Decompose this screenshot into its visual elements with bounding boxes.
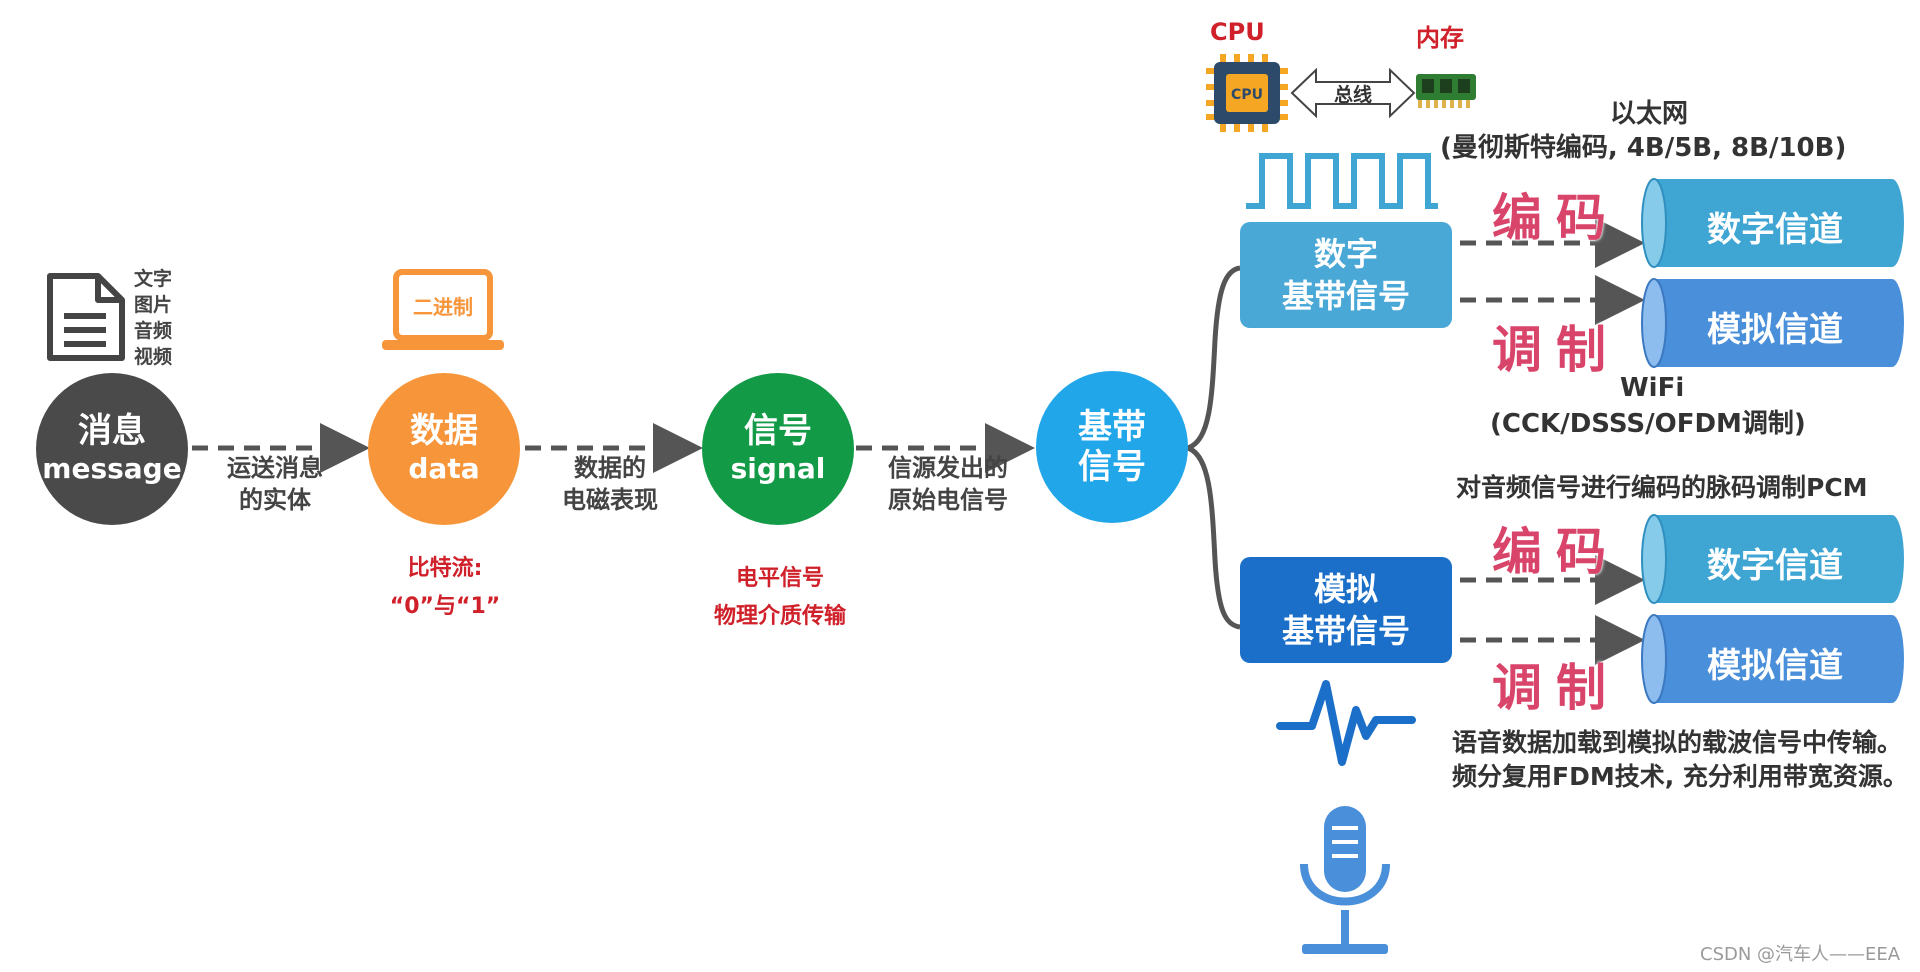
memory-stick-icon: [1414, 70, 1478, 116]
wifi-detail: (CCK/DSSS/OFDM调制): [1490, 409, 1806, 439]
arrow1-line1: 运送消息: [227, 454, 323, 482]
baseband-line2: 信号: [1078, 447, 1146, 487]
analog-baseband-line2: 基带信号: [1281, 612, 1410, 650]
signal-note: 电平信号 物理介质传输: [690, 560, 870, 636]
analog-baseband-box: 模拟 基带信号: [1240, 557, 1452, 663]
voice-note: 语音数据加载到模拟的载波信号中传输。 频分复用FDM技术, 充分利用带宽资源。: [1452, 726, 1908, 794]
laptop-icon: 二进制: [378, 268, 508, 358]
signal-en: signal: [730, 452, 826, 485]
arrow2-line1: 数据的: [574, 454, 646, 482]
digital-channel-2-label: 数字信道: [1707, 546, 1843, 586]
cpu-chip-text: CPU: [1231, 87, 1263, 103]
arrow3-line1: 信源发出的: [888, 454, 1008, 482]
analog-channel-1-label: 模拟信道: [1707, 310, 1843, 350]
signal-note-line2: 物理介质传输: [713, 604, 846, 629]
digital-baseband-line2: 基带信号: [1281, 277, 1410, 315]
arrow2-label: 数据的 电磁表现: [540, 452, 680, 516]
digital-baseband-line1: 数字: [1313, 235, 1378, 273]
channel-cylinders: [1641, 178, 1904, 704]
media-text: 文字: [134, 268, 173, 290]
analog-channel-2-label: 模拟信道: [1707, 646, 1843, 686]
bus-text: 总线: [1334, 83, 1372, 106]
arrow3-label: 信源发出的 原始电信号: [868, 452, 1028, 516]
arrow1-line2: 的实体: [239, 486, 311, 514]
arrow1-label: 运送消息 的实体: [205, 452, 345, 516]
watermark: CSDN @汽车人——EEA: [1700, 944, 1901, 965]
baseband-line1: 基带: [1078, 407, 1146, 447]
bus-arrow: 总线: [1290, 67, 1416, 122]
ethernet-detail: (曼彻斯特编码, 4B/5B, 8B/10B): [1440, 133, 1847, 163]
square-wave-icon: [1242, 148, 1442, 216]
pcm-note: 对音频信号进行编码的脉码调制PCM: [1456, 473, 1868, 502]
media-video: 视频: [134, 346, 173, 368]
media-image: 图片: [134, 294, 173, 316]
media-types: 文字 图片 音频 视频: [134, 266, 172, 370]
baseband-node: 基带 信号: [1036, 371, 1188, 523]
digital-channel-1-label: 数字信道: [1707, 210, 1843, 250]
cpu-label: CPU: [1210, 18, 1265, 46]
signal-node: 信号 signal: [702, 373, 854, 525]
document-icon: [46, 272, 128, 366]
microphone-icon: [1290, 802, 1400, 966]
message-cn: 消息: [78, 411, 146, 451]
message-node: 消息 message: [36, 373, 188, 525]
memory-label: 内存: [1416, 24, 1464, 52]
analog-modulate-label: 调制: [1492, 659, 1620, 717]
digital-encode-label: 编码: [1492, 189, 1620, 247]
signal-note-line1: 电平信号: [735, 566, 824, 591]
data-note-line1: 比特流:: [407, 556, 483, 581]
cpu-chip-icon: CPU: [1206, 54, 1288, 136]
arrow2-line2: 电磁表现: [562, 486, 658, 514]
data-en: data: [408, 452, 480, 485]
ethernet-title: 以太网: [1610, 99, 1689, 129]
wifi-title: WiFi: [1620, 373, 1685, 403]
voice-note-line1: 语音数据加载到模拟的载波信号中传输。: [1452, 728, 1903, 757]
data-node: 数据 data: [368, 373, 520, 525]
digital-modulate-label: 调制: [1492, 321, 1620, 379]
data-note-line2: “0”与“1”: [389, 594, 501, 619]
laptop-label: 二进制: [413, 295, 473, 319]
digital-baseband-box: 数字 基带信号: [1240, 222, 1452, 328]
arrow3-line2: 原始电信号: [888, 486, 1008, 514]
data-cn: 数据: [410, 411, 478, 451]
signal-cn: 信号: [744, 411, 812, 451]
analog-baseband-line1: 模拟: [1313, 570, 1378, 608]
pulse-wave-icon: [1276, 676, 1416, 772]
analog-encode-label: 编码: [1492, 523, 1620, 581]
voice-note-line2: 频分复用FDM技术, 充分利用带宽资源。: [1452, 762, 1908, 791]
message-en: message: [42, 452, 182, 485]
data-note: 比特流: “0”与“1”: [360, 550, 530, 626]
media-audio: 音频: [134, 320, 173, 342]
